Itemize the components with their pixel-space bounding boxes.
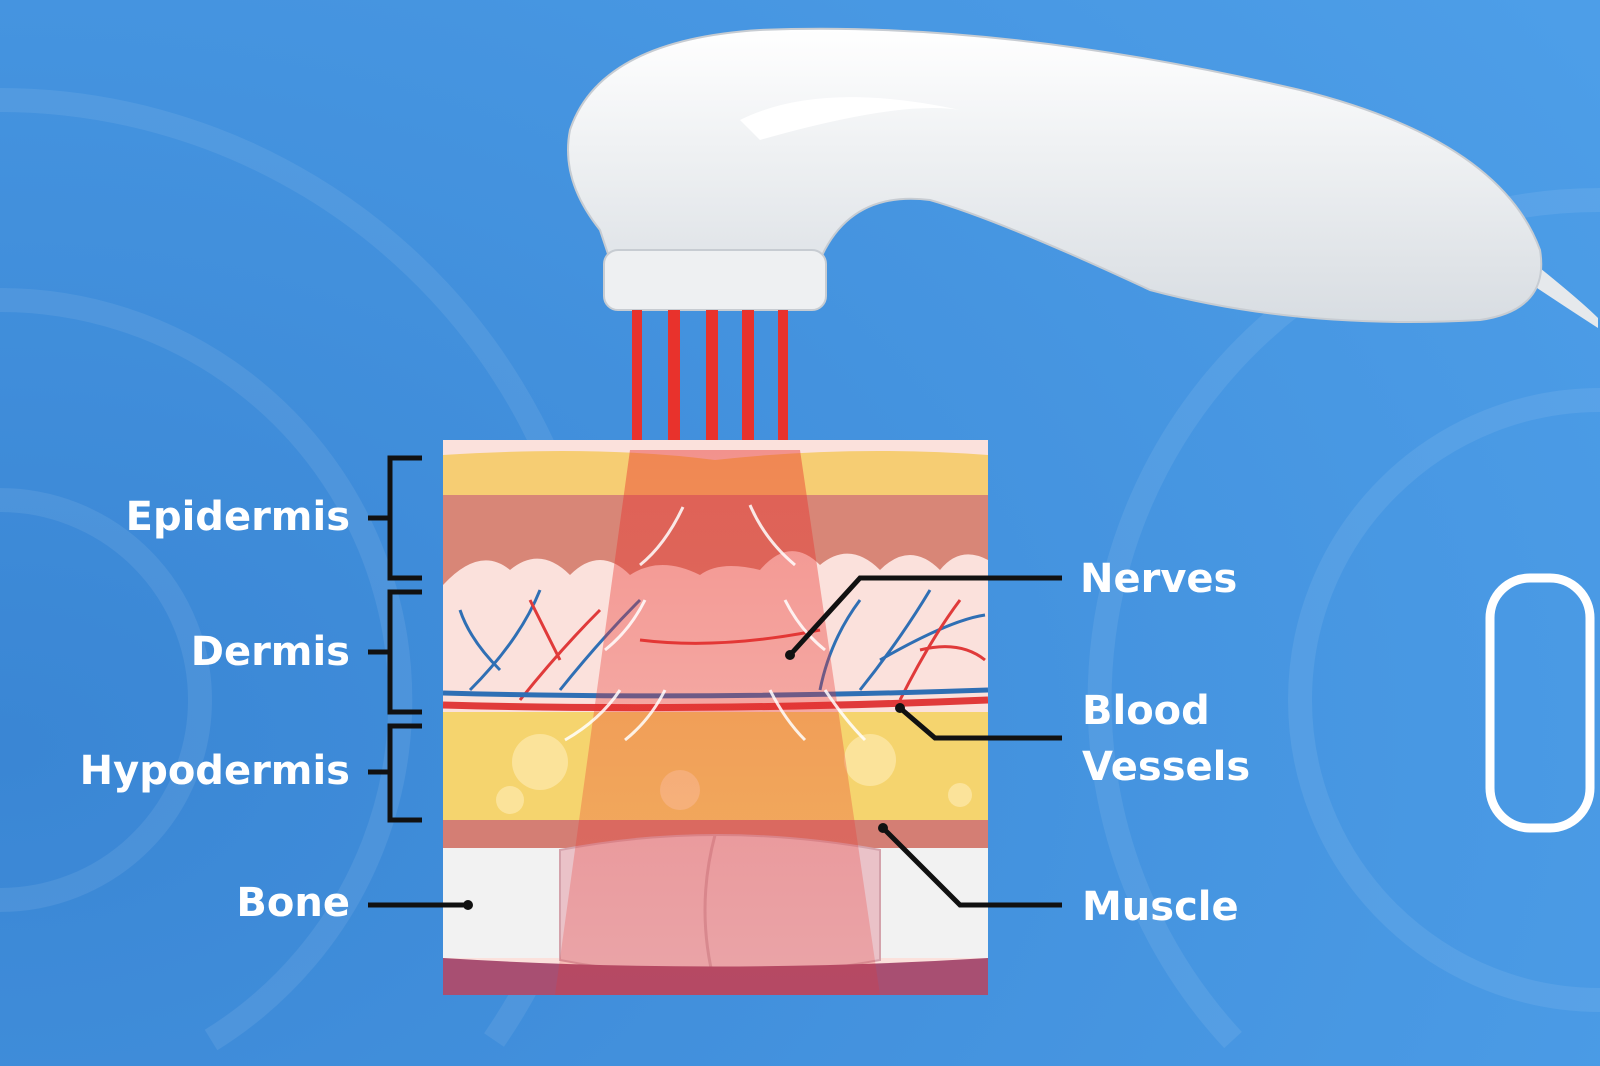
vessel-network (458, 589, 986, 701)
light-penetration-cone (555, 450, 880, 995)
skin-cross-section (443, 440, 988, 995)
label-epidermis: Epidermis (126, 494, 350, 540)
label-nerves: Nerves (1080, 556, 1237, 602)
partial-outline-shape (1485, 573, 1595, 833)
fat-cells (496, 734, 972, 814)
label-brackets (368, 455, 1062, 908)
label-hypodermis: Hypodermis (80, 748, 350, 794)
label-dermis: Dermis (191, 629, 350, 675)
light-arrows (564, 504, 867, 742)
label-bone: Bone (236, 880, 350, 926)
label-blood-line1: Blood (1082, 688, 1210, 734)
laser-beams (632, 310, 788, 460)
laser-handpiece (567, 27, 1598, 328)
label-blood-line2: Vessels (1082, 744, 1250, 790)
leader-dots (463, 650, 905, 910)
label-muscle: Muscle (1082, 884, 1239, 930)
